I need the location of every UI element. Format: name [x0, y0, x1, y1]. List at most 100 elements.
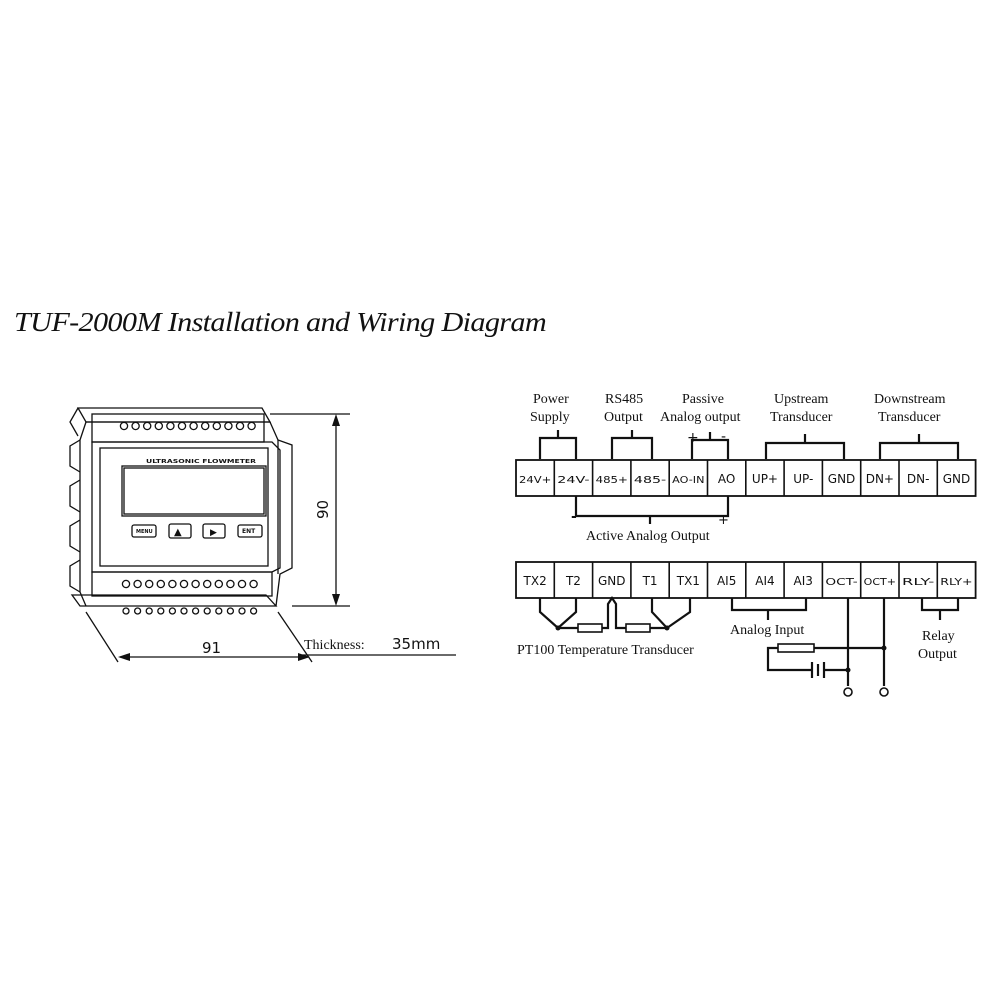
right-arrow-icon: ▶: [210, 528, 217, 538]
top-row-terminal: 24V-: [557, 475, 590, 486]
terminal-screw: [200, 421, 210, 431]
terminal-screw: [168, 579, 177, 589]
upstream-label-2: Transducer: [770, 410, 833, 425]
enter-button[interactable]: ENT: [237, 524, 263, 538]
height-dimension: 90: [314, 500, 332, 519]
top-row-terminal: AO-IN: [672, 475, 704, 486]
upstream-label-1: Upstream: [774, 392, 829, 407]
top-row-terminal: 24V+: [519, 475, 551, 486]
foot-screw: [133, 607, 142, 615]
active-plus-sign: +: [718, 513, 729, 528]
rs485-label-1: RS485: [605, 392, 643, 407]
passive-label-2: Analog output: [660, 410, 741, 425]
terminal-screw: [214, 579, 224, 589]
terminal-screw: [142, 421, 152, 431]
active-output-label: Active Analog Output: [586, 529, 710, 544]
top-row-terminal: GND: [943, 472, 971, 486]
foot-screw: [226, 607, 235, 615]
width-dimension: 91: [202, 639, 221, 657]
pt100-label: PT100 Temperature Transducer: [517, 643, 694, 658]
panel-label: ULTRASONIC FLOWMETER: [146, 459, 256, 465]
terminal-screw: [121, 579, 131, 589]
top-row-terminal: DN-: [907, 472, 930, 486]
terminal-screw: [119, 421, 129, 431]
terminal-screw: [235, 421, 245, 431]
bottom-row-terminal: RLY-: [902, 577, 935, 588]
terminal-screw: [179, 579, 189, 589]
right-button[interactable]: ▶: [202, 523, 226, 539]
terminal-screw: [154, 421, 164, 431]
bottom-row-terminal: AI3: [794, 574, 813, 588]
foot-screw: [145, 607, 153, 615]
terminal-screw: [156, 579, 166, 589]
top-row-terminal: UP-: [793, 472, 813, 486]
terminal-screw: [212, 421, 222, 431]
terminal-screw: [249, 579, 258, 589]
foot-screw: [215, 607, 223, 615]
passive-plus-sign: +: [687, 430, 699, 446]
bottom-row-terminal: OCT+: [864, 577, 896, 588]
terminal-screw: [226, 579, 235, 589]
screw-row-top: [119, 421, 256, 431]
passive-label-1: Passive: [682, 392, 724, 407]
up-arrow-icon: ▲: [174, 527, 182, 538]
downstream-label-1: Downstream: [874, 392, 946, 407]
up-button[interactable]: ▲: [168, 523, 192, 539]
bottom-row-terminal: T1: [642, 574, 658, 588]
terminal-screw: [189, 421, 198, 431]
foot-screw: [191, 607, 200, 615]
active-minus-sign: -: [571, 509, 577, 525]
screw-row-foot: [122, 607, 258, 615]
top-row-terminal: DN+: [866, 472, 894, 486]
rs485-label-2: Output: [604, 410, 643, 425]
diagram-title: TUF-2000M Installation and Wiring Diagra…: [14, 307, 546, 337]
terminal-screw: [131, 421, 140, 431]
terminal-screw: [133, 579, 142, 589]
bottom-row-terminal: RLY+: [940, 577, 972, 588]
bottom-row-terminal: TX2: [523, 574, 547, 588]
top-row-terminal: 485+: [596, 475, 628, 486]
pt100-wiring: [538, 596, 692, 633]
foot-screw: [238, 607, 246, 615]
terminal-screw: [237, 579, 247, 589]
device-drawing: ULTRASONIC FLOWMETER MENU ▲ ▶ ENT 90: [69, 407, 456, 663]
terminal-screw: [224, 421, 233, 431]
top-row-terminal: UP+: [752, 472, 778, 486]
terminal-screw: [191, 579, 200, 589]
top-terminal-section: Power Supply RS485 Output Passive Analog…: [515, 392, 977, 544]
terminal-screw: [177, 421, 187, 431]
terminal-screw: [202, 579, 212, 589]
foot-screw: [122, 607, 130, 615]
oct-circuit: [766, 598, 889, 697]
foot-screw: [203, 607, 211, 615]
foot-screw: [249, 607, 258, 615]
terminal-screw: [144, 579, 154, 589]
downstream-label-2: Transducer: [878, 410, 941, 425]
analog-input-label: Analog Input: [730, 623, 804, 638]
menu-button[interactable]: MENU: [131, 524, 157, 538]
bottom-row-terminal: OCT-: [825, 577, 858, 588]
relay-label-2: Output: [918, 647, 957, 662]
power-label-1: Power: [533, 392, 569, 407]
menu-button-label: MENU: [136, 529, 153, 535]
passive-minus-sign: -: [721, 429, 726, 445]
top-row-terminal: GND: [828, 472, 856, 486]
terminal-screw: [247, 421, 256, 431]
bottom-row-terminal: TX1: [676, 574, 700, 588]
bottom-row-terminal: AI4: [755, 574, 774, 588]
thickness-value: 35mm: [392, 635, 440, 653]
enter-button-label: ENT: [242, 528, 256, 535]
power-label-2: Supply: [530, 410, 570, 425]
terminal-screw: [166, 421, 175, 431]
bottom-row-terminal: T2: [565, 574, 581, 588]
foot-screw: [180, 607, 188, 615]
relay-label-1: Relay: [922, 629, 955, 644]
top-row-terminal: 485-: [634, 475, 667, 486]
bottom-row-terminal: GND: [598, 574, 626, 588]
screw-row-bottom: [121, 579, 258, 589]
thickness-label: Thickness:: [304, 638, 365, 653]
